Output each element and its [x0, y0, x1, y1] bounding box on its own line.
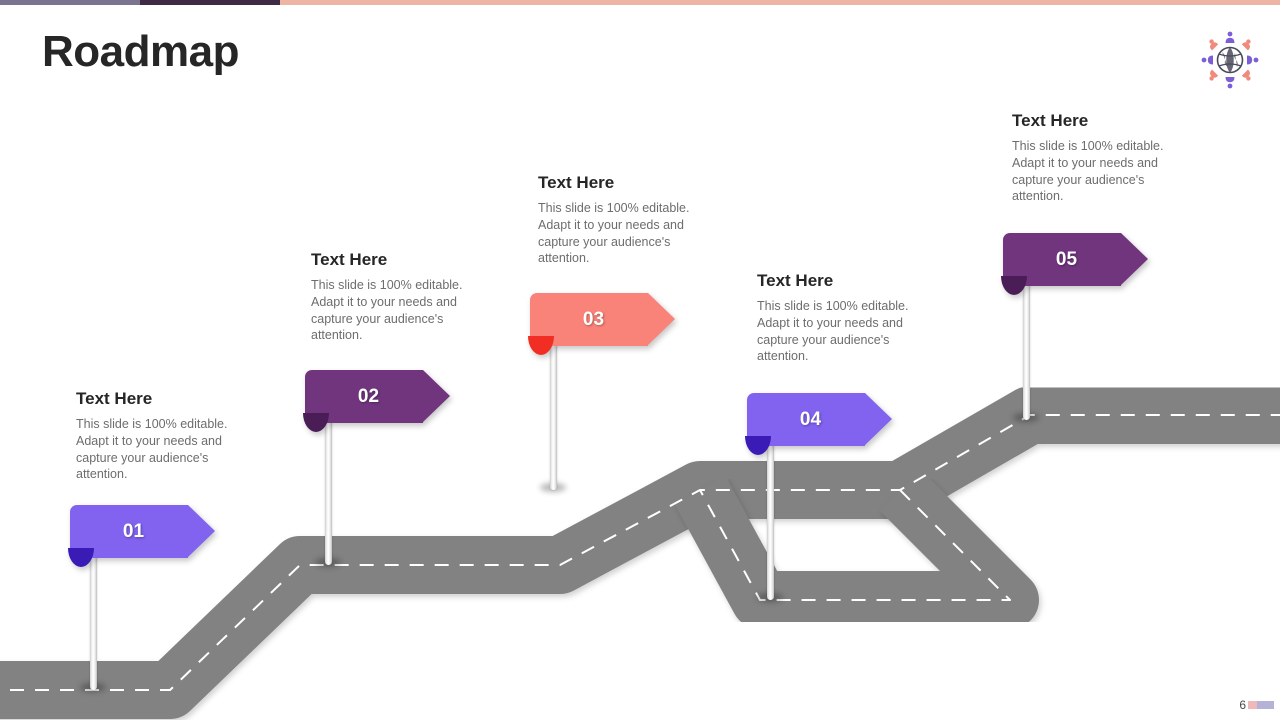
- milestone-03-flag-point: [648, 293, 675, 345]
- milestone-02-text: Text Here This slide is 100% editable. A…: [311, 250, 483, 344]
- milestone-05-text: Text Here This slide is 100% editable. A…: [1012, 111, 1184, 205]
- milestone-01-flag-point: [188, 505, 215, 557]
- milestone-04-heading: Text Here: [757, 271, 834, 290]
- milestone-01-flag-fold: [68, 548, 94, 567]
- milestone-03-body: This slide is 100% editable. Adapt it to…: [538, 201, 690, 266]
- milestone-03-flag[interactable]: 03: [528, 293, 675, 355]
- milestone-05-flag-fold: [1001, 276, 1027, 295]
- milestone-02-pole: [325, 398, 332, 565]
- milestone-02-flag-point: [423, 370, 450, 422]
- milestone-02-heading: Text Here: [311, 250, 388, 269]
- milestone-04-number: 04: [799, 409, 822, 430]
- milestone-04-flag-fold: [745, 436, 771, 455]
- swatch-pink: [1248, 701, 1257, 709]
- milestone-03-flag-fold: [528, 336, 554, 355]
- milestone-03-heading: Text Here: [538, 173, 615, 192]
- milestone-04-text: Text Here This slide is 100% editable. A…: [757, 271, 929, 365]
- swatch-lavender: [1257, 701, 1274, 709]
- top-accent-bar: [0, 0, 1280, 5]
- milestone-01-heading: Text Here: [76, 389, 153, 408]
- milestone-03-text: Text Here This slide is 100% editable. A…: [538, 173, 710, 267]
- milestone-05-body: This slide is 100% editable. Adapt it to…: [1012, 139, 1164, 204]
- accent-segment-dark-purple: [140, 0, 280, 5]
- accent-segment-peach: [280, 0, 1280, 5]
- milestone-01-text: Text Here This slide is 100% editable. A…: [76, 389, 248, 483]
- milestone-03-number: 03: [582, 309, 605, 330]
- milestone-05-pole: [1023, 263, 1030, 420]
- milestone-01-pole: [90, 530, 97, 690]
- milestone-02-flag[interactable]: 02: [303, 370, 450, 432]
- milestone-04-flag[interactable]: 04: [745, 393, 892, 455]
- milestone-04-flag-point: [865, 393, 892, 445]
- page-number: 6: [1239, 698, 1246, 712]
- milestone-01-number: 01: [122, 521, 145, 542]
- milestone-02-flag-fold: [303, 413, 329, 432]
- milestone-05-flag[interactable]: 05: [1001, 233, 1148, 295]
- milestone-04-pole: [767, 423, 774, 600]
- accent-segment-muted-purple: [0, 0, 140, 5]
- milestone-05-flag-point: [1121, 233, 1148, 285]
- footer-color-swatches: [1248, 701, 1274, 709]
- milestone-05-heading: Text Here: [1012, 111, 1089, 130]
- milestone-05-number: 05: [1055, 249, 1078, 270]
- milestone-02-body: This slide is 100% editable. Adapt it to…: [311, 278, 463, 343]
- globe-people-icon: [1198, 28, 1262, 92]
- milestone-02-number: 02: [357, 386, 380, 407]
- page-title: Roadmap: [42, 27, 239, 76]
- milestone-03-pole: [550, 323, 557, 490]
- milestone-04-body: This slide is 100% editable. Adapt it to…: [757, 299, 909, 364]
- milestone-01-body: This slide is 100% editable. Adapt it to…: [76, 417, 228, 482]
- milestone-01-flag[interactable]: 01: [68, 505, 215, 567]
